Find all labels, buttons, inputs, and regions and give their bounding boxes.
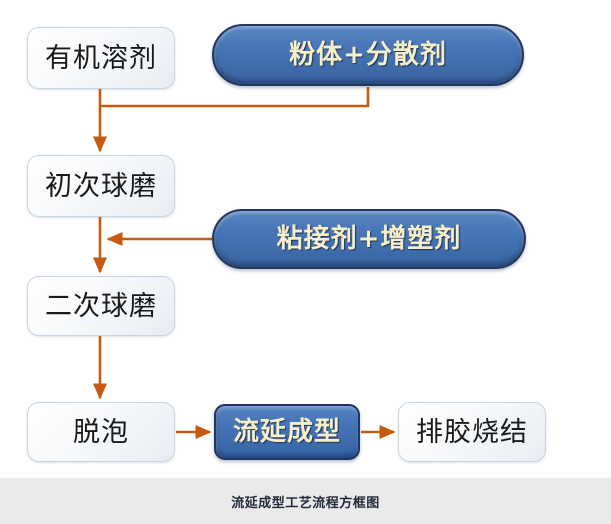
node-first-ball-milling-label: 初次球磨 — [45, 170, 157, 202]
caption-bar: 流延成型工艺流程方框图 — [0, 478, 611, 524]
node-first-ball-milling[interactable]: 初次球磨 — [27, 155, 175, 217]
node-debinding-sintering-label: 排胶烧结 — [416, 416, 528, 448]
node-tape-casting-label: 流延成型 — [232, 417, 341, 447]
node-binder-plasticizer-label: 粘接剂+增塑剂 — [276, 224, 462, 254]
node-second-ball-milling[interactable]: 二次球磨 — [27, 276, 175, 336]
node-powder-dispersant[interactable]: 粉体+分散剂 — [212, 24, 524, 86]
node-binder-plasticizer[interactable]: 粘接剂+增塑剂 — [212, 209, 526, 269]
node-second-ball-milling-label: 二次球磨 — [45, 290, 157, 322]
node-defoaming-label: 脱泡 — [73, 416, 129, 448]
node-organic-solvent-label: 有机溶剂 — [45, 42, 157, 74]
node-powder-dispersant-label: 粉体+分散剂 — [289, 40, 447, 70]
node-defoaming[interactable]: 脱泡 — [27, 402, 175, 462]
edge-powder-to-first-milling — [100, 87, 370, 108]
node-debinding-sintering[interactable]: 排胶烧结 — [398, 402, 546, 462]
diagram-caption: 流延成型工艺流程方框图 — [231, 495, 380, 511]
node-tape-casting[interactable]: 流延成型 — [214, 404, 360, 460]
node-organic-solvent[interactable]: 有机溶剂 — [27, 27, 175, 89]
